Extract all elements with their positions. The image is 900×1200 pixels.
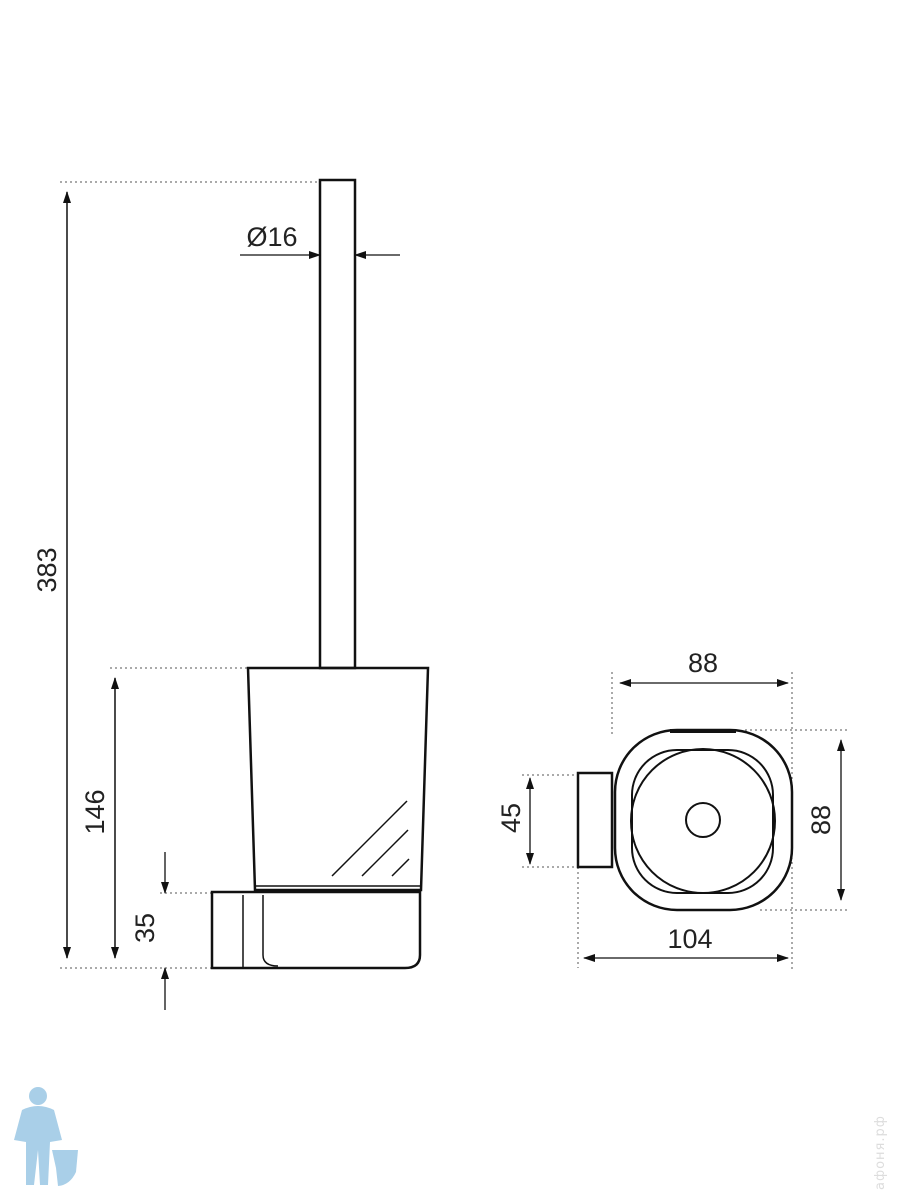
rod-diameter-label: Ø16 bbox=[246, 222, 297, 252]
brush-handle bbox=[318, 178, 357, 670]
handle-circle bbox=[685, 802, 721, 838]
top-width-label: 88 bbox=[688, 648, 718, 678]
wall-base bbox=[210, 890, 422, 970]
bracket-height-label: 45 bbox=[496, 803, 526, 833]
top-view bbox=[576, 728, 794, 912]
plumber-logo bbox=[14, 1087, 78, 1186]
watermark: афоня.рф bbox=[873, 1115, 888, 1190]
holder-inner bbox=[631, 749, 774, 894]
extension-lines bbox=[60, 181, 850, 970]
top-depth-label: 88 bbox=[806, 805, 836, 835]
wall-bracket bbox=[576, 771, 614, 869]
total-width-label: 104 bbox=[667, 924, 712, 954]
glass-hatch bbox=[331, 800, 410, 877]
holder-outline bbox=[613, 728, 794, 912]
total-height-label: 383 bbox=[32, 547, 62, 592]
cup-height-label: 146 bbox=[80, 789, 110, 834]
base-height-label: 35 bbox=[130, 913, 160, 943]
dimension-arrows bbox=[63, 191, 845, 1010]
side-view bbox=[210, 178, 430, 970]
cup-circle bbox=[630, 748, 776, 894]
glass-cup bbox=[246, 666, 430, 892]
